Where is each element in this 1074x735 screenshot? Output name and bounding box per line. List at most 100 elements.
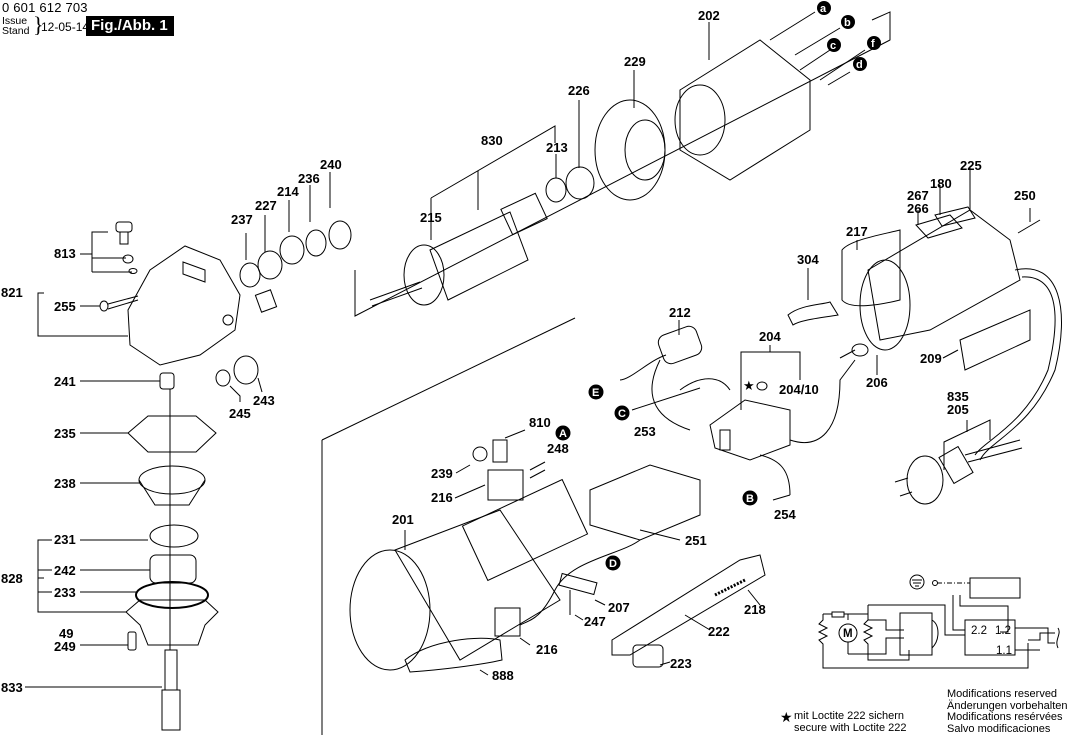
mods-de: Änderungen vorbehalten	[947, 699, 1068, 712]
label-266: 266	[907, 201, 929, 216]
callout-labels: 202 229 226 830 213 215 240 236 214 227 …	[1, 8, 1036, 695]
svg-text:D: D	[609, 558, 617, 570]
resistor-left	[817, 614, 1029, 669]
label-229: 229	[624, 54, 646, 69]
bracket-828	[37, 539, 52, 579]
svg-text:C: C	[618, 408, 626, 420]
terminal-2-2: 2.2	[971, 625, 987, 637]
label-231: 231	[54, 532, 76, 547]
loctite-note-en: secure with Loctite 222	[794, 721, 907, 734]
svg-text:B: B	[746, 493, 754, 505]
interference-capacitor-810	[492, 439, 508, 463]
loctite-note-de: mit Loctite 222 sichern	[794, 710, 905, 722]
label-209: 209	[920, 351, 942, 366]
plate-304	[787, 301, 839, 326]
label-250: 250	[1014, 188, 1036, 203]
label-304: 304	[797, 252, 819, 267]
label-226: 226	[568, 83, 590, 98]
circlip-231	[149, 524, 199, 548]
label-243: 243	[253, 393, 275, 408]
brush-holder-216b	[494, 607, 521, 637]
label-242: 242	[54, 563, 76, 578]
svg-text:c: c	[830, 40, 836, 52]
label-204-10: 204/10	[779, 382, 819, 397]
label-218: 218	[744, 602, 766, 617]
gear-housing	[127, 245, 241, 366]
switch-knob-223	[632, 644, 664, 668]
svg-text:E: E	[592, 387, 599, 399]
label-833: 833	[1, 680, 23, 695]
svg-text:f: f	[871, 38, 875, 50]
knob-screw-813	[115, 221, 138, 274]
label-835: 835	[947, 389, 969, 404]
label-255: 255	[54, 299, 76, 314]
housing-201	[349, 478, 589, 671]
fan-housing-229	[594, 99, 666, 201]
modifications-note: Modifications reserved Änderungen vorbeh…	[947, 688, 1068, 735]
label-267	[915, 214, 963, 239]
label-249: 249	[54, 639, 76, 654]
figure-label: Fig./Abb. 1	[86, 16, 174, 36]
terminal-block	[964, 619, 1016, 656]
ring-227	[257, 250, 283, 280]
brush-holder-216	[487, 469, 524, 501]
flange-828	[125, 599, 219, 646]
mods-en: Modifications reserved	[947, 688, 1058, 700]
pinion-243	[233, 355, 259, 385]
label-245: 245	[229, 406, 251, 421]
bearing-214	[279, 235, 305, 265]
wire-markers: a b c f d A B C D E	[555, 1, 881, 571]
plate-888	[404, 637, 503, 673]
armature-215	[369, 192, 548, 307]
cover-217	[841, 229, 901, 307]
marker-c: c	[827, 38, 841, 52]
stator-202	[674, 39, 811, 181]
label-821: 821	[1, 285, 23, 300]
label-233: 233	[54, 585, 76, 600]
label-202: 202	[698, 8, 720, 23]
electronics-251	[589, 464, 701, 541]
label-238: 238	[54, 476, 76, 491]
label-227: 227	[255, 198, 277, 213]
bearing-seat-226	[565, 166, 595, 200]
bearing-213	[545, 177, 567, 203]
label-216-lower: 216	[536, 642, 558, 657]
marker-C: C	[614, 405, 630, 421]
mods-es: Salvo modificaciones	[947, 722, 1051, 735]
label-237: 237	[231, 212, 253, 227]
resistor-right	[862, 605, 910, 661]
loctite-star-marker: ★	[743, 378, 755, 393]
spindle-833	[161, 649, 181, 731]
issue-date: 12-05-14	[41, 20, 90, 34]
washer-236	[305, 229, 327, 257]
marker-f: f	[867, 36, 881, 50]
marker-d: d	[853, 57, 867, 71]
star-icon: ★	[780, 709, 793, 725]
svg-text:b: b	[844, 17, 851, 29]
screw-249	[127, 631, 137, 651]
mods-fr: Modifications resérvées	[947, 711, 1063, 723]
clamp-207	[558, 572, 598, 596]
marker-D: D	[605, 555, 621, 571]
brush-filter	[254, 289, 278, 313]
label-205: 205	[947, 402, 969, 417]
switch-204	[709, 399, 791, 461]
label-212: 212	[669, 305, 691, 320]
mains-plug	[894, 439, 1023, 505]
terminal-1-1: 1.1	[996, 645, 1012, 657]
label-828: 828	[1, 571, 23, 586]
motor-label: M	[843, 628, 853, 640]
label-248: 248	[547, 441, 569, 456]
marker-A: A	[555, 425, 571, 441]
label-180: 180	[930, 176, 952, 191]
brace-glyph: }	[33, 12, 44, 37]
label-253: 253	[634, 424, 656, 439]
label-247: 247	[584, 614, 606, 629]
coil-239	[472, 446, 488, 462]
screw-204-10	[756, 381, 768, 391]
bearing-237	[239, 262, 261, 288]
label-213: 213	[546, 140, 568, 155]
label-813: 813	[54, 246, 76, 261]
